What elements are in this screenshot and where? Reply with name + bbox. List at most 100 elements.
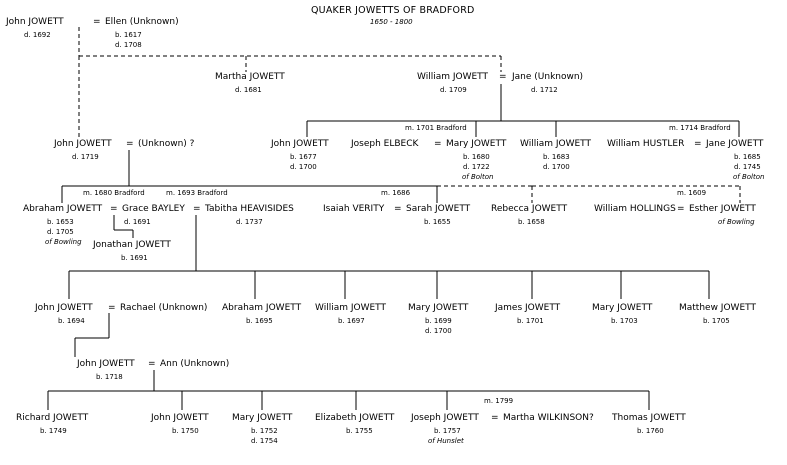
person-william-hollings: William HOLLINGS bbox=[594, 204, 676, 214]
joseph-birth: b. 1757 bbox=[434, 427, 461, 435]
mary5-death: d. 1754 bbox=[251, 437, 278, 445]
person-esther-jowett: Esther JOWETT bbox=[689, 204, 756, 214]
person-mary-jowett-b1680: Mary JOWETT bbox=[446, 139, 507, 149]
marriage-equals: = bbox=[394, 204, 402, 214]
person-matthew-jowett: Matthew JOWETT bbox=[679, 303, 756, 313]
john2-death: d. 1719 bbox=[72, 153, 99, 161]
grace-death: d. 1691 bbox=[124, 218, 151, 226]
william2-death: d. 1700 bbox=[543, 163, 570, 171]
john-jowett-death: d. 1692 bbox=[24, 31, 51, 39]
marriage-equals: = bbox=[126, 139, 134, 149]
marriage-equals: = bbox=[491, 413, 499, 423]
william3-birth: b. 1697 bbox=[338, 317, 365, 325]
person-mary-jowett-b1752: Mary JOWETT bbox=[232, 413, 293, 423]
person-sarah-jowett: Sarah JOWETT bbox=[406, 204, 471, 214]
person-isaiah-verity: Isaiah VERITY bbox=[323, 204, 385, 214]
marriage-equals: = bbox=[193, 204, 201, 214]
person-jane-unknown: Jane (Unknown) bbox=[512, 72, 584, 82]
marriage-equals: = bbox=[148, 359, 156, 369]
william2-birth: b. 1683 bbox=[543, 153, 570, 161]
marriage-1609: m. 1609 bbox=[677, 189, 707, 197]
jonathan-birth: b. 1691 bbox=[121, 254, 148, 262]
mary2-place: of Bolton bbox=[462, 173, 494, 181]
marriage-1714-bradford: m. 1714 Bradford bbox=[669, 124, 731, 132]
mary2-birth: b. 1680 bbox=[463, 153, 490, 161]
mary4-birth: b. 1703 bbox=[611, 317, 638, 325]
william-death: d. 1709 bbox=[440, 86, 467, 94]
person-john-jowett-b1677: John JOWETT bbox=[271, 139, 329, 149]
rebecca-birth: b. 1658 bbox=[518, 218, 545, 226]
jane-death: d. 1712 bbox=[531, 86, 558, 94]
marriage-equals: = bbox=[110, 204, 118, 214]
person-william-hustler: William HUSTLER bbox=[607, 139, 685, 149]
thomas-birth: b. 1760 bbox=[637, 427, 664, 435]
ellen-birth: b. 1617 bbox=[115, 31, 142, 39]
mary3-birth: b. 1699 bbox=[425, 317, 452, 325]
jane2-place: of Bolton bbox=[733, 173, 765, 181]
mary2-death: d. 1722 bbox=[463, 163, 490, 171]
abraham2-birth: b. 1695 bbox=[246, 317, 273, 325]
jane2-birth: b. 1685 bbox=[734, 153, 761, 161]
abraham1-death: d. 1705 bbox=[47, 228, 74, 236]
person-john-jowett-d1692: John JOWETT bbox=[6, 17, 64, 27]
abraham1-place: of Bowling bbox=[45, 238, 82, 246]
person-jonathan-jowett: Jonathan JOWETT bbox=[93, 240, 171, 250]
person-mary-jowett-b1703: Mary JOWETT bbox=[592, 303, 653, 313]
person-james-jowett: James JOWETT bbox=[495, 303, 561, 313]
person-william-jowett-b1697: William JOWETT bbox=[315, 303, 387, 313]
marriage-equals: = bbox=[677, 204, 685, 214]
person-richard-jowett: Richard JOWETT bbox=[16, 413, 89, 423]
person-ellen-unknown: Ellen (Unknown) bbox=[105, 17, 179, 27]
person-joseph-elbeck: Joseph ELBECK bbox=[351, 139, 419, 149]
person-martha-wilkinson: Martha WILKINSON? bbox=[503, 413, 594, 423]
marriage-equals: = bbox=[434, 139, 442, 149]
person-john-jowett-d1719: John JOWETT bbox=[54, 139, 112, 149]
marriage-1680-bradford: m. 1680 Bradford bbox=[83, 189, 145, 197]
john4-birth: b. 1694 bbox=[58, 317, 85, 325]
page-subtitle: 1650 - 1800 bbox=[370, 18, 413, 26]
esther-place: of Bowling bbox=[718, 218, 755, 226]
person-elizabeth-jowett: Elizabeth JOWETT bbox=[315, 413, 395, 423]
richard-birth: b. 1749 bbox=[40, 427, 67, 435]
person-abraham-jowett-b1653: Abraham JOWETT bbox=[23, 204, 103, 214]
marriage-equals: = bbox=[499, 72, 507, 82]
marriage-1686: m. 1686 bbox=[381, 189, 411, 197]
john3-death: d. 1700 bbox=[290, 163, 317, 171]
person-william-jowett-b1683: William JOWETT bbox=[520, 139, 592, 149]
person-john-jowett-b1694: John JOWETT bbox=[35, 303, 93, 313]
person-martha-jowett: Martha JOWETT bbox=[215, 72, 285, 82]
person-tabitha-heavisides: Tabitha HEAVISIDES bbox=[205, 204, 294, 214]
marriage-equals: = bbox=[108, 303, 116, 313]
person-john-jowett-b1750: John JOWETT bbox=[151, 413, 209, 423]
matthew-birth: b. 1705 bbox=[703, 317, 730, 325]
elizabeth-birth: b. 1755 bbox=[346, 427, 373, 435]
john5-birth: b. 1718 bbox=[96, 373, 123, 381]
joseph-place: of Hunslet bbox=[428, 437, 464, 445]
john3-birth: b. 1677 bbox=[290, 153, 317, 161]
tabitha-death: d. 1737 bbox=[236, 218, 263, 226]
marriage-1693-bradford: m. 1693 Bradford bbox=[166, 189, 228, 197]
person-william-jowett-d1709: William JOWETT bbox=[417, 72, 489, 82]
james-birth: b. 1701 bbox=[517, 317, 544, 325]
person-jane-jowett-b1685: Jane JOWETT bbox=[706, 139, 764, 149]
person-john-jowett-b1718: John JOWETT bbox=[77, 359, 135, 369]
abraham1-birth: b. 1653 bbox=[47, 218, 74, 226]
john6-birth: b. 1750 bbox=[172, 427, 199, 435]
marriage-equals: = bbox=[694, 139, 702, 149]
sarah-birth: b. 1655 bbox=[424, 218, 451, 226]
marriage-equals: = bbox=[93, 17, 101, 27]
marriage-1799: m. 1799 bbox=[484, 397, 514, 405]
person-rachael-unknown: Rachael (Unknown) bbox=[120, 303, 208, 313]
person-thomas-jowett: Thomas JOWETT bbox=[612, 413, 686, 423]
person-joseph-jowett: Joseph JOWETT bbox=[411, 413, 479, 423]
page-title: QUAKER JOWETTS OF BRADFORD bbox=[311, 5, 475, 16]
person-unknown-spouse: (Unknown) ? bbox=[138, 139, 195, 149]
person-ann-unknown: Ann (Unknown) bbox=[160, 359, 230, 369]
person-rebecca-jowett: Rebecca JOWETT bbox=[491, 204, 568, 214]
jane2-death: d. 1745 bbox=[734, 163, 761, 171]
mary5-birth: b. 1752 bbox=[251, 427, 278, 435]
martha-death: d. 1681 bbox=[235, 86, 262, 94]
person-grace-bayley: Grace BAYLEY bbox=[122, 204, 185, 214]
